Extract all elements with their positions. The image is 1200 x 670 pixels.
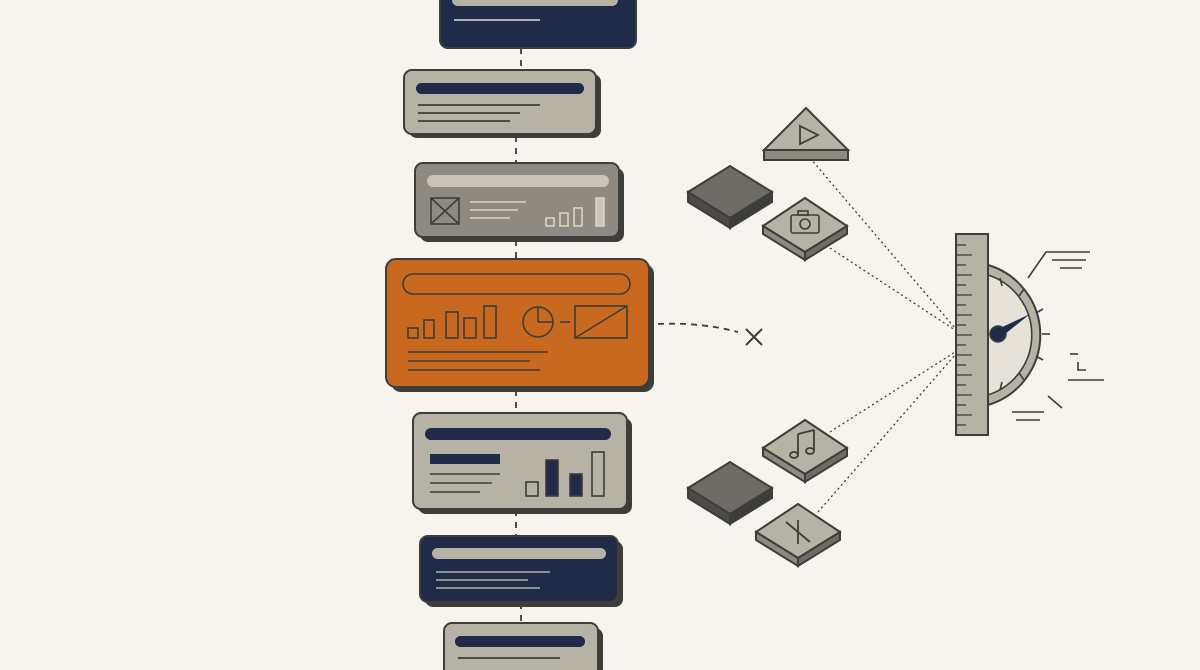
x-mark-icon — [745, 328, 763, 346]
bar-chart-icon — [407, 305, 497, 339]
rejected-output-connector — [657, 322, 739, 333]
dark-tile-upper — [686, 164, 774, 230]
pie-chart-icon — [522, 306, 570, 338]
cross-icon-tile[interactable] — [754, 502, 842, 568]
mini-bar-chart — [545, 197, 605, 227]
navy-card-bottom[interactable] — [419, 535, 623, 607]
highlighted-dashboard-card[interactable] — [385, 258, 654, 392]
play-icon-tile[interactable] — [761, 106, 851, 161]
image-frame-icon — [574, 305, 628, 339]
image-placeholder-icon — [430, 197, 460, 225]
text-chart-card[interactable] — [412, 412, 632, 514]
navy-card-top[interactable] — [439, 0, 637, 49]
play-icon — [799, 124, 821, 146]
music-note-icon — [789, 429, 815, 459]
mini-bar-chart — [525, 451, 605, 497]
image-chart-card[interactable] — [414, 162, 624, 242]
camera-icon — [790, 210, 820, 234]
gauge-icon — [987, 263, 1063, 409]
dark-tile-lower — [686, 460, 774, 526]
text-card[interactable] — [403, 69, 601, 138]
cross-icon — [785, 520, 811, 544]
ruler-icon — [955, 233, 989, 436]
text-card-bottom[interactable] — [443, 622, 603, 670]
signal-rays — [809, 157, 956, 513]
gauge-annotations — [1012, 251, 1104, 421]
music-icon-tile[interactable] — [761, 418, 849, 484]
camera-icon-tile[interactable] — [761, 196, 849, 262]
